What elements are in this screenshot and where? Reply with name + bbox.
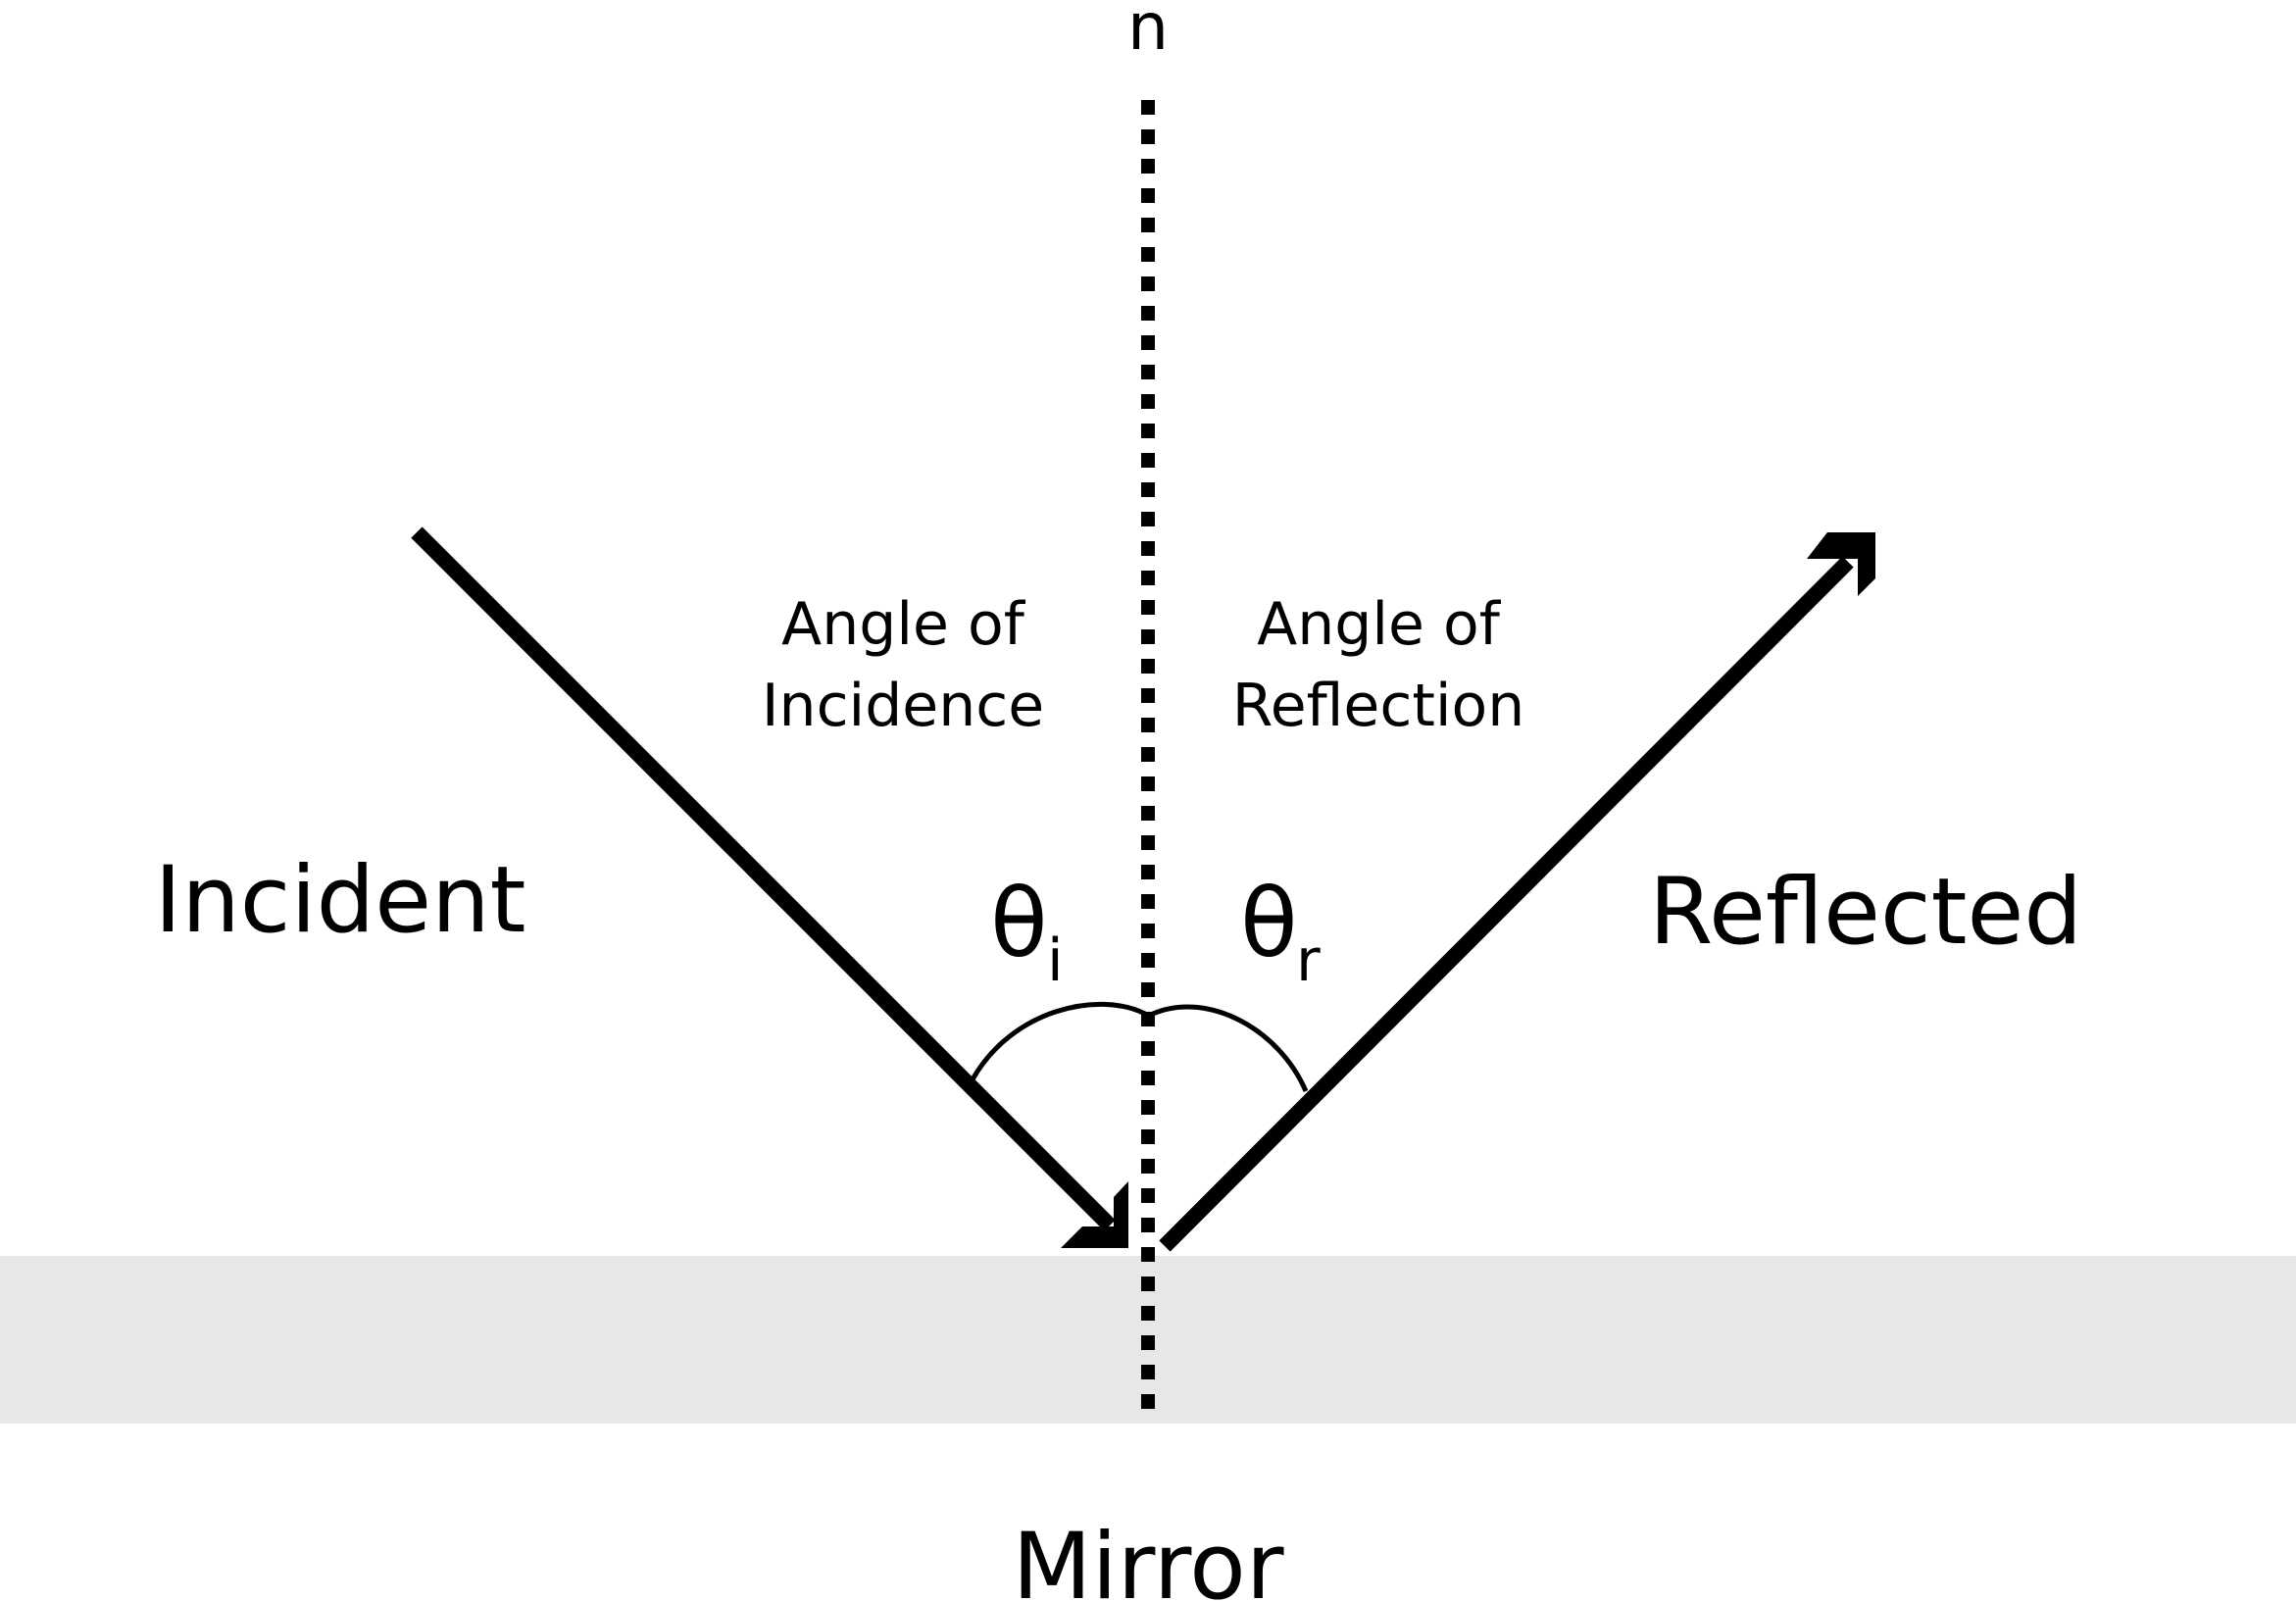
normal-label: n xyxy=(1127,0,1169,65)
theta-r-subscript: r xyxy=(1296,926,1321,995)
incident-arrowhead xyxy=(1061,1181,1128,1248)
angle-of-reflection-line2: Reflection xyxy=(1232,672,1525,740)
reflection-angle-arc xyxy=(1152,1004,1309,1092)
theta-r-symbol: θ xyxy=(1240,869,1298,978)
theta-i-symbol: θ xyxy=(990,869,1048,978)
mirror-label: Mirror xyxy=(1013,1514,1284,1601)
reflected-arrowhead xyxy=(1807,532,1875,596)
angle-of-incidence-line2: Incidence xyxy=(762,672,1044,740)
incidence-angle-arc xyxy=(970,1001,1147,1081)
angle-of-incidence-line1: Angle of xyxy=(781,590,1026,659)
incident-label: Incident xyxy=(154,847,525,954)
incident-ray xyxy=(411,526,1116,1231)
theta-i-subscript: i xyxy=(1047,926,1064,995)
angle-of-reflection-line1: Angle of xyxy=(1257,590,1502,659)
reflected-label: Reflected xyxy=(1649,859,2082,966)
reflected-ray xyxy=(1159,556,1854,1252)
